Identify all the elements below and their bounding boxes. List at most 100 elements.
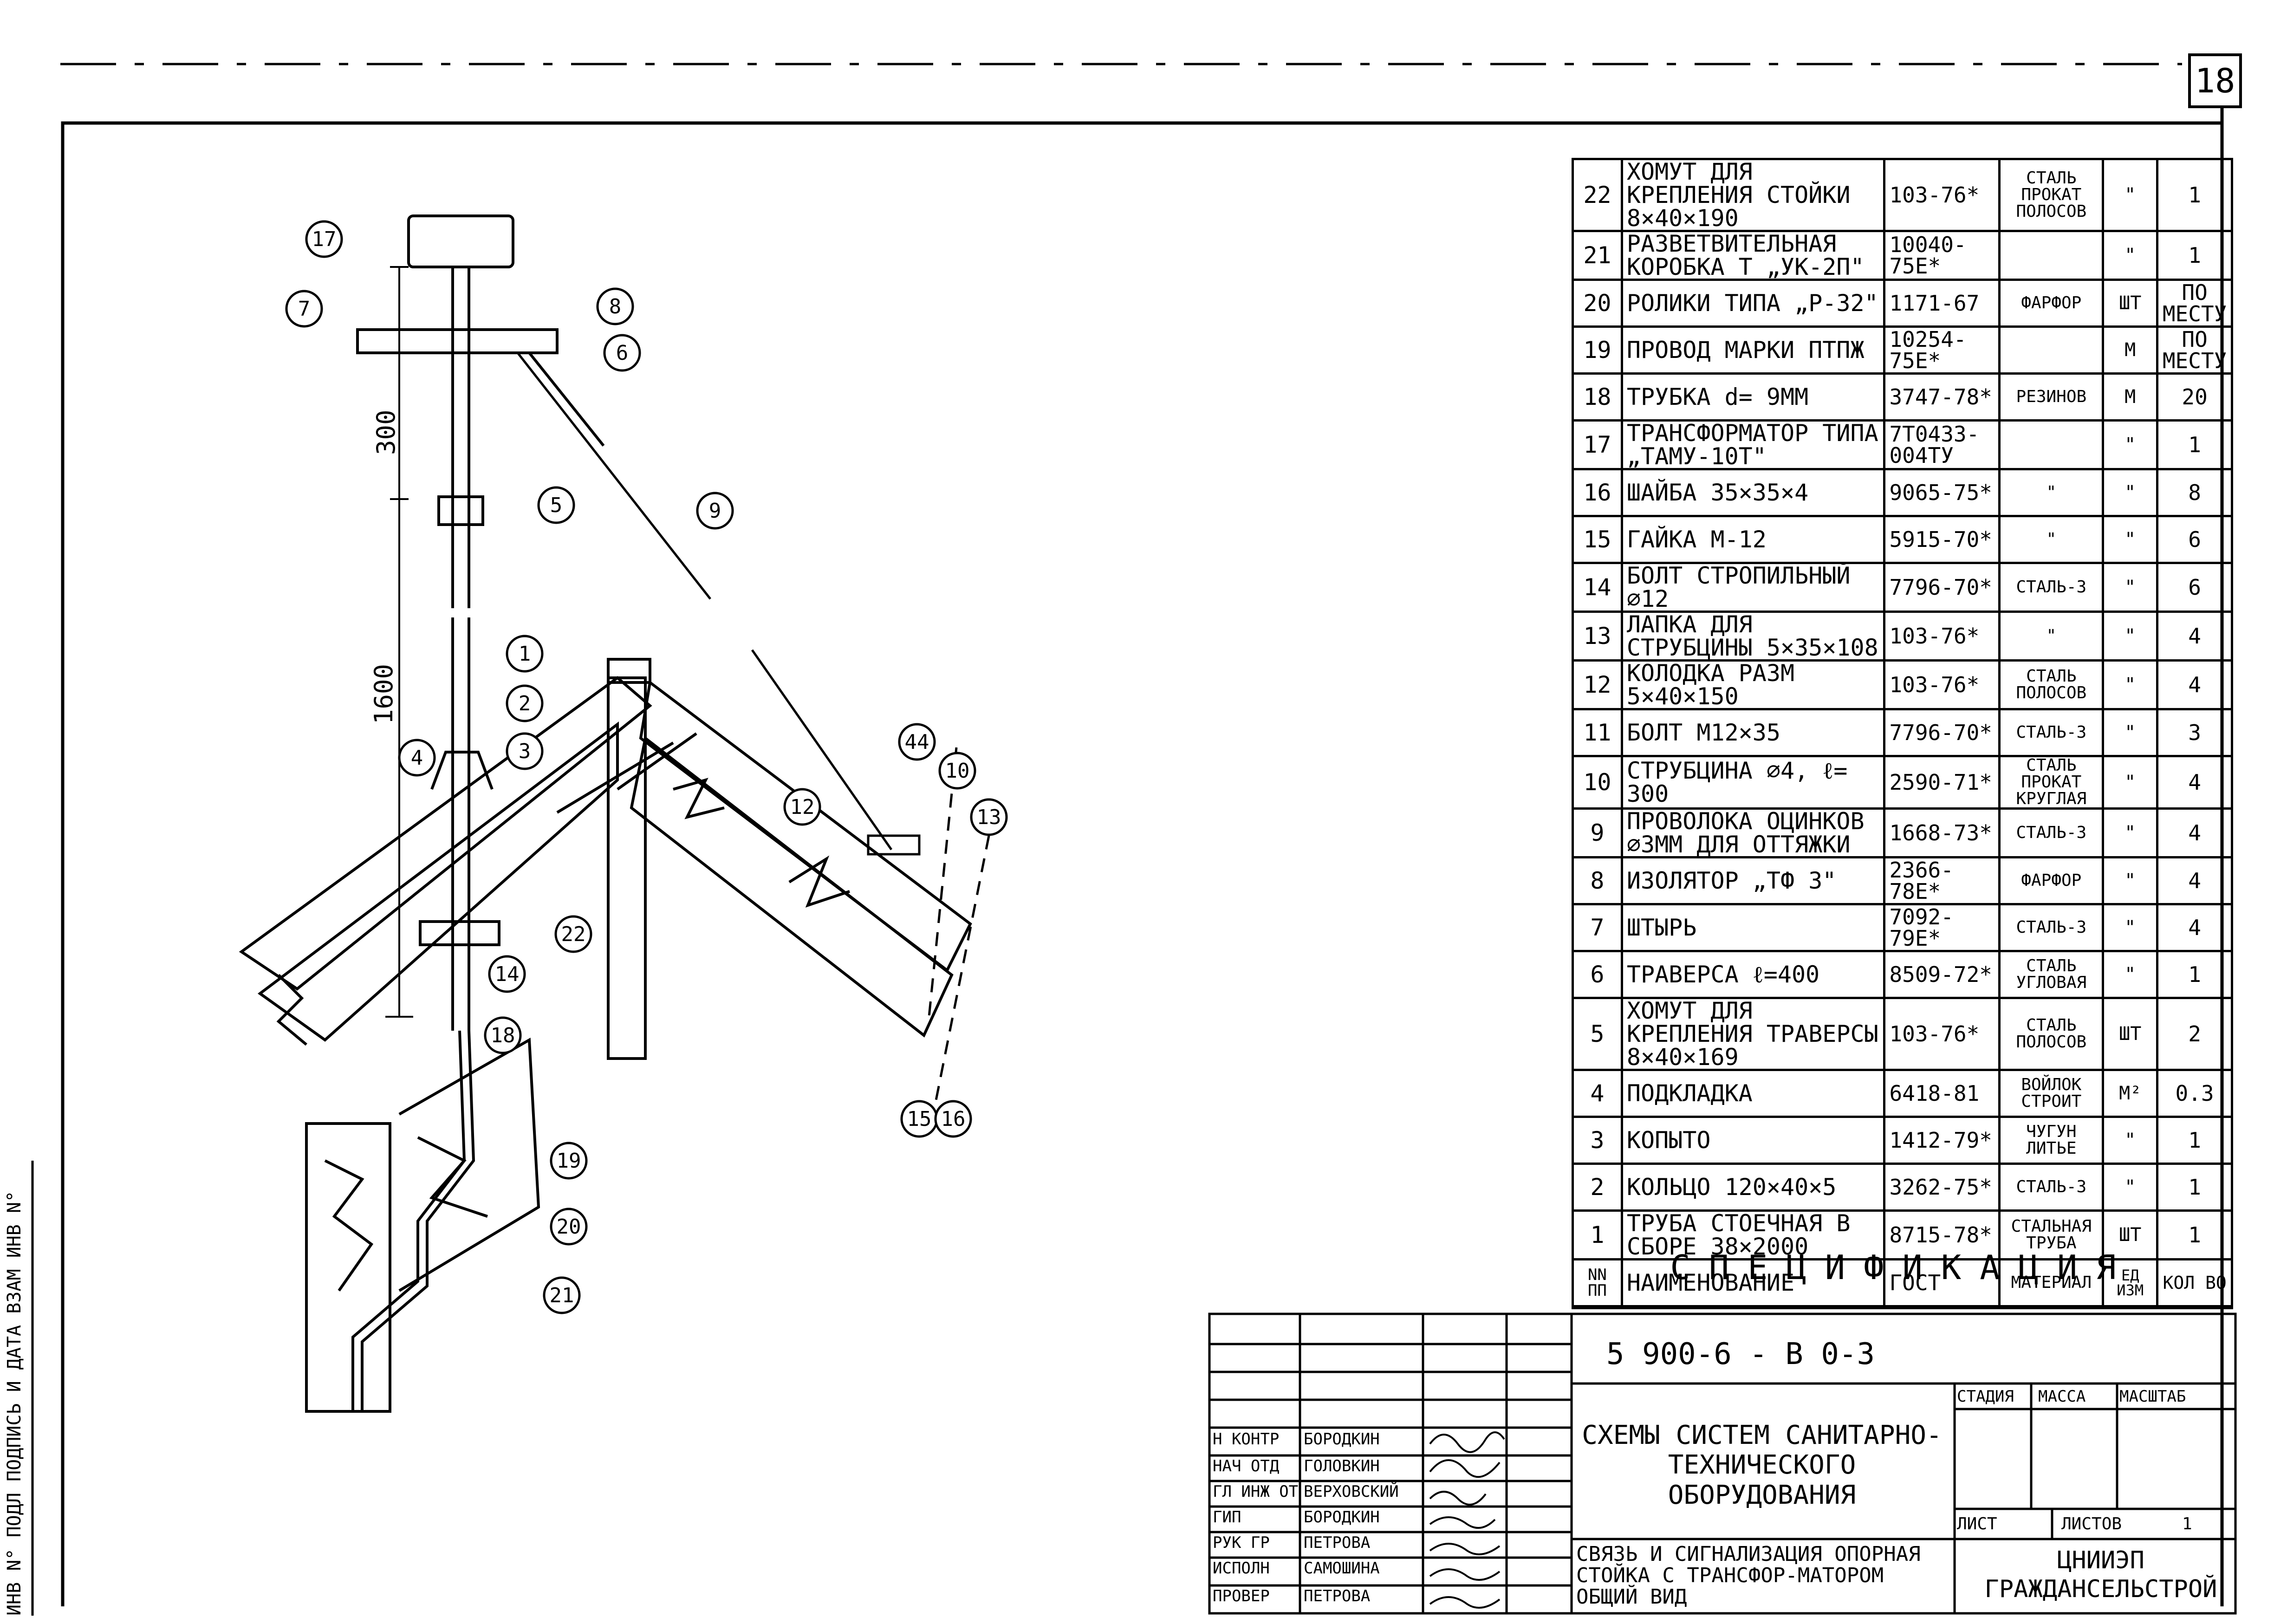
spec-cell-unit: " — [2102, 419, 2159, 470]
signature-role: ИСПОЛН — [1213, 1559, 1270, 1578]
signature-role: РУК ГР — [1213, 1533, 1270, 1552]
spec-cell-name: БОЛТ СТРОПИЛЬНЫЙ ⌀12 — [1620, 562, 1886, 613]
spec-cell-gost: 8509-72* — [1883, 950, 2001, 999]
spec-cell-unit: " — [2102, 807, 2159, 858]
spec-cell-gost: 1412-79* — [1883, 1116, 2001, 1165]
spec-cell-material — [1998, 230, 2105, 281]
spec-cell-unit: " — [2102, 856, 2159, 905]
spec-cell-n: 9 — [1572, 807, 1623, 858]
project-title: СХЕМЫ СИСТЕМ САНИТАРНО-ТЕХНИЧЕСКОГО ОБОР… — [1582, 1420, 1942, 1510]
callout-7: 7 — [298, 297, 311, 321]
callout-1: 1 — [519, 642, 531, 666]
spec-cell-n: 13 — [1572, 611, 1623, 662]
stand-pipe — [351, 214, 605, 1411]
spec-cell-material: СТАЛЬ ПРОКАТ ПОЛОСОВ — [1998, 158, 2105, 232]
spec-cell-gost: 6418-81 — [1883, 1069, 2001, 1118]
spec-cell-qty: 20 — [2156, 372, 2233, 422]
spec-cell-n: 6 — [1572, 950, 1623, 999]
callout-8: 8 — [609, 295, 622, 318]
spec-cell-name: КОЛОДКА РАЗМ 5×40×150 — [1620, 659, 1886, 710]
spec-cell-n: 8 — [1572, 856, 1623, 905]
spec-cell-name: ПРОВОД МАРКИ ПТПЖ — [1620, 325, 1886, 375]
spec-cell-name: ХОМУТ ДЛЯ КРЕПЛЕНИЯ СТОЙКИ 8×40×190 — [1620, 158, 1886, 232]
spec-cell-material — [1998, 419, 2105, 470]
spec-header-row: NN ПП НАИМЕНОВАНИЕ ГОСТ МАТЕРИАЛ ЕД ИЗМ … — [1572, 1258, 2233, 1307]
spec-cell-unit: " — [2102, 230, 2159, 281]
spec-cell-qty: 1 — [2156, 230, 2233, 281]
spec-cell-material: ФАРФОР — [1998, 856, 2105, 905]
spec-cell-n: 16 — [1572, 468, 1623, 517]
spec-cell-material: СТАЛЬ-3 — [1998, 807, 2105, 858]
spec-cell-n: 15 — [1572, 515, 1623, 564]
spec-cell-name: ШАЙБА 35×35×4 — [1620, 468, 1886, 517]
spec-cell-unit: " — [2102, 1116, 2159, 1165]
spec-cell-name: ИЗОЛЯТОР „ТФ 3" — [1620, 856, 1886, 905]
spec-cell-material: ФАРФОР — [1998, 279, 2105, 328]
wall-beam — [305, 1037, 540, 1413]
callout-6: 6 — [616, 341, 629, 365]
callout-15: 15 — [907, 1107, 932, 1131]
spec-cell-material: СТАЛЬНАЯ ТРУБА — [1998, 1209, 2105, 1260]
spec-cell-unit: " — [2102, 562, 2159, 613]
spec-cell-material: " — [1998, 515, 2105, 564]
callout-circles: 17 7 8 6 5 9 1 2 3 4 44 10 13 12 22 14 1… — [285, 220, 1008, 1314]
callout-2: 2 — [519, 692, 531, 715]
spec-cell-gost: 3747-78* — [1883, 372, 2001, 422]
spec-cell-gost: 10254-75E* — [1883, 325, 2001, 375]
roof-structure — [239, 658, 972, 1060]
spec-cell-name: ХОМУТ ДЛЯ КРЕПЛЕНИЯ ТРАВЕРСЫ 8×40×169 — [1620, 997, 1886, 1071]
callout-44: 44 — [905, 730, 929, 754]
spec-cell-n: 1 — [1572, 1209, 1623, 1260]
transformer-box — [407, 214, 514, 268]
sheet-title: СВЯЗЬ И СИГНАЛИЗАЦИЯ ОПОРНАЯ СТОЙКА С ТР… — [1576, 1542, 1921, 1609]
spec-cell-n: 19 — [1572, 325, 1623, 375]
callout-4: 4 — [411, 746, 423, 770]
signature-role: ПРОВЕР — [1213, 1587, 1270, 1605]
dimension-lines — [385, 266, 413, 1018]
spec-cell-qty: ПО МЕСТУ — [2156, 325, 2233, 375]
spec-cell-qty: 1 — [2156, 950, 2233, 999]
spec-cell-material: СТАЛЬ-3 — [1998, 708, 2105, 757]
spec-cell-unit: ШТ — [2102, 997, 2159, 1071]
spec-cell-n: 5 — [1572, 997, 1623, 1071]
spec-cell-name: ПРОВОЛОКА ОЦИНКОВ ⌀3ММ ДЛЯ ОТТЯЖКИ — [1620, 807, 1886, 858]
spec-cell-n: 11 — [1572, 708, 1623, 757]
hdr-n: NN ПП — [1572, 1258, 1623, 1307]
spec-cell-unit: ШТ — [2102, 1209, 2159, 1260]
signature-role: НАЧ ОТД — [1213, 1457, 1280, 1475]
spec-cell-material: " — [1998, 611, 2105, 662]
callout-3: 3 — [519, 740, 531, 763]
spec-cell-name: ГАЙКА М-12 — [1620, 515, 1886, 564]
spec-cell-gost: 103-76* — [1883, 611, 2001, 662]
spec-cell-unit: " — [2102, 158, 2159, 232]
callout-20: 20 — [557, 1215, 581, 1239]
signature-name: ПЕТРОВА — [1304, 1587, 1371, 1605]
spec-cell-qty: 6 — [2156, 562, 2233, 613]
spec-cell-n: 20 — [1572, 279, 1623, 328]
spec-cell-name: ТРУБА СТОЕЧНАЯ В СБОРЕ 38×2000 — [1620, 1209, 1886, 1260]
spec-cell-unit: " — [2102, 468, 2159, 517]
spec-cell-gost: 7796-70* — [1883, 562, 2001, 613]
spec-cell-gost: 5915-70* — [1883, 515, 2001, 564]
guy-wires — [517, 352, 990, 1115]
hdr-unit: ЕД ИЗМ — [2102, 1258, 2159, 1307]
spec-cell-qty: 4 — [2156, 807, 2233, 858]
spec-cell-name: КОЛЬЦО 120×40×5 — [1620, 1163, 1886, 1212]
signature-name: ГОЛОВКИН — [1304, 1457, 1380, 1475]
spec-cell-gost: 7Т0433-004ТУ — [1883, 419, 2001, 470]
stage-label: СТАДИЯ — [1957, 1387, 2014, 1406]
spec-cell-gost: 103-76* — [1883, 158, 2001, 232]
sheet-label: ЛИСТ — [1957, 1514, 1997, 1533]
drawing-code: 5 900-6 - В 0-3 — [1606, 1337, 1875, 1371]
spec-cell-gost: 103-76* — [1883, 659, 2001, 710]
spec-cell-qty: 1 — [2156, 419, 2233, 470]
